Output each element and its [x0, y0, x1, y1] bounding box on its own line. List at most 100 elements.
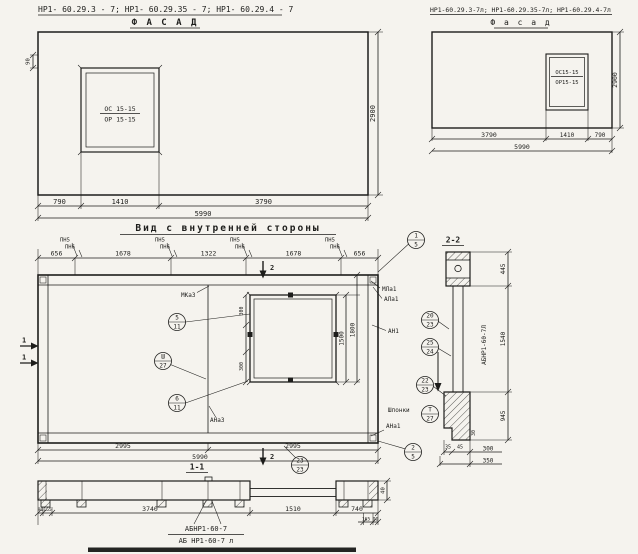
- callout-6-11-bottom: 11: [173, 405, 181, 412]
- window-fixing-points: [247, 292, 339, 383]
- section-1-1-sill-strip: [249, 488, 337, 497]
- section-2-mark: 2: [270, 264, 274, 272]
- dim-350: 350: [483, 458, 494, 465]
- pn5-label: ПН5: [230, 238, 240, 244]
- section-1-1-dim-ticks: [34, 509, 382, 526]
- dim-165: 165: [43, 507, 52, 513]
- section-2-2-cap-top: [445, 251, 471, 261]
- window-dim-lines: [245, 275, 358, 382]
- facade-left-window-frame: [85, 72, 155, 148]
- window-dim-ticks: [242, 271, 361, 386]
- dim-790: 790: [595, 132, 606, 139]
- section-2-2-title: 2-2: [446, 236, 461, 245]
- facade-right-window-mark-bottom: ОР15-15: [555, 80, 578, 86]
- callout-25-24-bottom: 24: [426, 349, 434, 356]
- facade-left-dim-ticks: [29, 28, 382, 222]
- callout-20-23-bottom: 23: [426, 322, 434, 329]
- dim-35: 35: [445, 445, 451, 451]
- callout-sh-27-top: Ш: [161, 354, 165, 361]
- section-1-1-key-tab: [204, 476, 213, 482]
- dim-300: 300: [239, 362, 245, 371]
- dim-1678: 1678: [286, 250, 302, 258]
- dim-5990: 5990: [195, 210, 212, 218]
- section-1-arrow-bottom: [31, 359, 39, 367]
- facade-right-view-label: Ф а с а д: [490, 18, 551, 27]
- label-shponki: Шпонки: [388, 407, 410, 414]
- section-1-cut-marks: 1 1: [20, 337, 39, 367]
- dim-3790: 3790: [255, 198, 272, 206]
- callout-t-27-top: Т: [428, 407, 432, 414]
- dim-1540: 1540: [500, 331, 507, 346]
- section-2-2-cap-outline: [445, 251, 471, 287]
- section-2-cut-marks: 2 2: [259, 261, 274, 466]
- pn-leader-lines: [71, 242, 348, 258]
- section-2-2-bottom-block: [443, 391, 471, 441]
- section-1-mark: 1: [22, 354, 26, 362]
- facade-left-extension-lines: [30, 31, 383, 221]
- facade-left-view-label: Ф А С А Д: [132, 18, 199, 28]
- section-2-2: 2-2 445 1540 945 АБНР1-60-7Л 300 350 35 …: [434, 236, 512, 468]
- pn5-label: ПН5: [60, 238, 70, 244]
- dim-300: 300: [239, 306, 245, 315]
- facade-right-title: НР1-60.29.3-7л; НР1-60.29.35-7л; НР1-60.…: [430, 6, 611, 14]
- inner-bottom-dim-lines: [38, 449, 378, 462]
- inner-panel-ribs: [38, 275, 378, 443]
- dim-3740: 3740: [142, 505, 158, 513]
- dim-45: 45: [457, 445, 463, 451]
- section-1-arrow-top: [31, 342, 39, 350]
- section-1-1-end-hatch-left: [38, 481, 47, 500]
- section-2-2-arrow: [434, 383, 442, 392]
- pn5-label: ПН5: [325, 238, 335, 244]
- facade-left-window-opening: [80, 67, 160, 153]
- callout-t-27-bottom: 27: [426, 416, 434, 423]
- section-1-1-left-body: [37, 480, 251, 501]
- facade-left-dim-lines: [32, 32, 379, 219]
- dim-3790: 3790: [481, 131, 497, 139]
- inner-window-corner-ticks: [246, 291, 340, 386]
- callout-25-24-top: 25: [426, 340, 434, 347]
- dim-656: 656: [354, 250, 366, 258]
- facade-left-view: НР1- 60.29.3 - 7; НР1- 60.29.35 - 7; НР1…: [26, 5, 383, 222]
- dim-1800: 1800: [350, 322, 357, 337]
- callout-1-5-top: 1: [414, 233, 418, 240]
- dim-740: 740: [351, 505, 363, 513]
- facade-right-panel-outline: [431, 31, 613, 129]
- facade-right-dim-lines: [432, 32, 621, 152]
- callout-5-11-bottom: 11: [173, 324, 181, 331]
- dim-2900: 2900: [611, 72, 619, 88]
- dim-90: 90: [373, 517, 379, 523]
- callout-2-5-top: 2: [411, 445, 415, 452]
- inner-side-view: Вид с внутренней стороны ПН5 ПН6 ПН5 ПН6…: [20, 223, 452, 474]
- section-2-arrow-bottom: [259, 457, 267, 466]
- section-2-2-dim-lines: [440, 252, 509, 465]
- callout-23-23-bottom: 23: [296, 467, 304, 474]
- callout-20-23-top: 20: [426, 313, 434, 320]
- callout-sh-27-bottom: 27: [159, 363, 167, 370]
- callout-22-23-top: 22: [421, 378, 429, 385]
- window-dim-extension-lines: [336, 294, 360, 383]
- dim-5990: 5990: [192, 453, 208, 461]
- section-1-mark: 1: [22, 337, 26, 345]
- dim-30: 30: [471, 430, 477, 436]
- facade-left-window-mark-bottom: ОР 15-15: [104, 116, 135, 124]
- pn6-label: ПН6: [330, 245, 340, 251]
- window-corner-ticks: [77, 64, 163, 156]
- callouts: 1 5 2 5 5 11 6 11 Ш 27 Т 27 20 2: [154, 231, 452, 474]
- dim-90: 90: [26, 58, 32, 65]
- facade-left-underlines: [38, 14, 282, 114]
- dim-1510: 1510: [285, 505, 301, 513]
- dim-90: 90: [38, 507, 44, 513]
- pn-labels: ПН5 ПН6 ПН5 ПН6 ПН5 ПН6 ПН5 ПН6: [60, 238, 348, 258]
- scan-artifact-bar: [88, 547, 356, 552]
- facade-left-title: НР1- 60.29.3 - 7; НР1- 60.29.35 - 7; НР1…: [38, 5, 293, 14]
- facade-right-underlines: [430, 14, 612, 77]
- label-abnr1-60-7l: АБ НР1-60-7 л: [179, 537, 234, 545]
- section-2-2-key-circle: [454, 264, 462, 273]
- dim-2995: 2995: [115, 442, 131, 450]
- section-1-1-label-leaders: [193, 500, 222, 525]
- facade-right-window-frame: [549, 57, 585, 107]
- section-1-1-thickness-ext: [378, 480, 391, 501]
- section-1-1-thickness-ticks: [383, 477, 391, 504]
